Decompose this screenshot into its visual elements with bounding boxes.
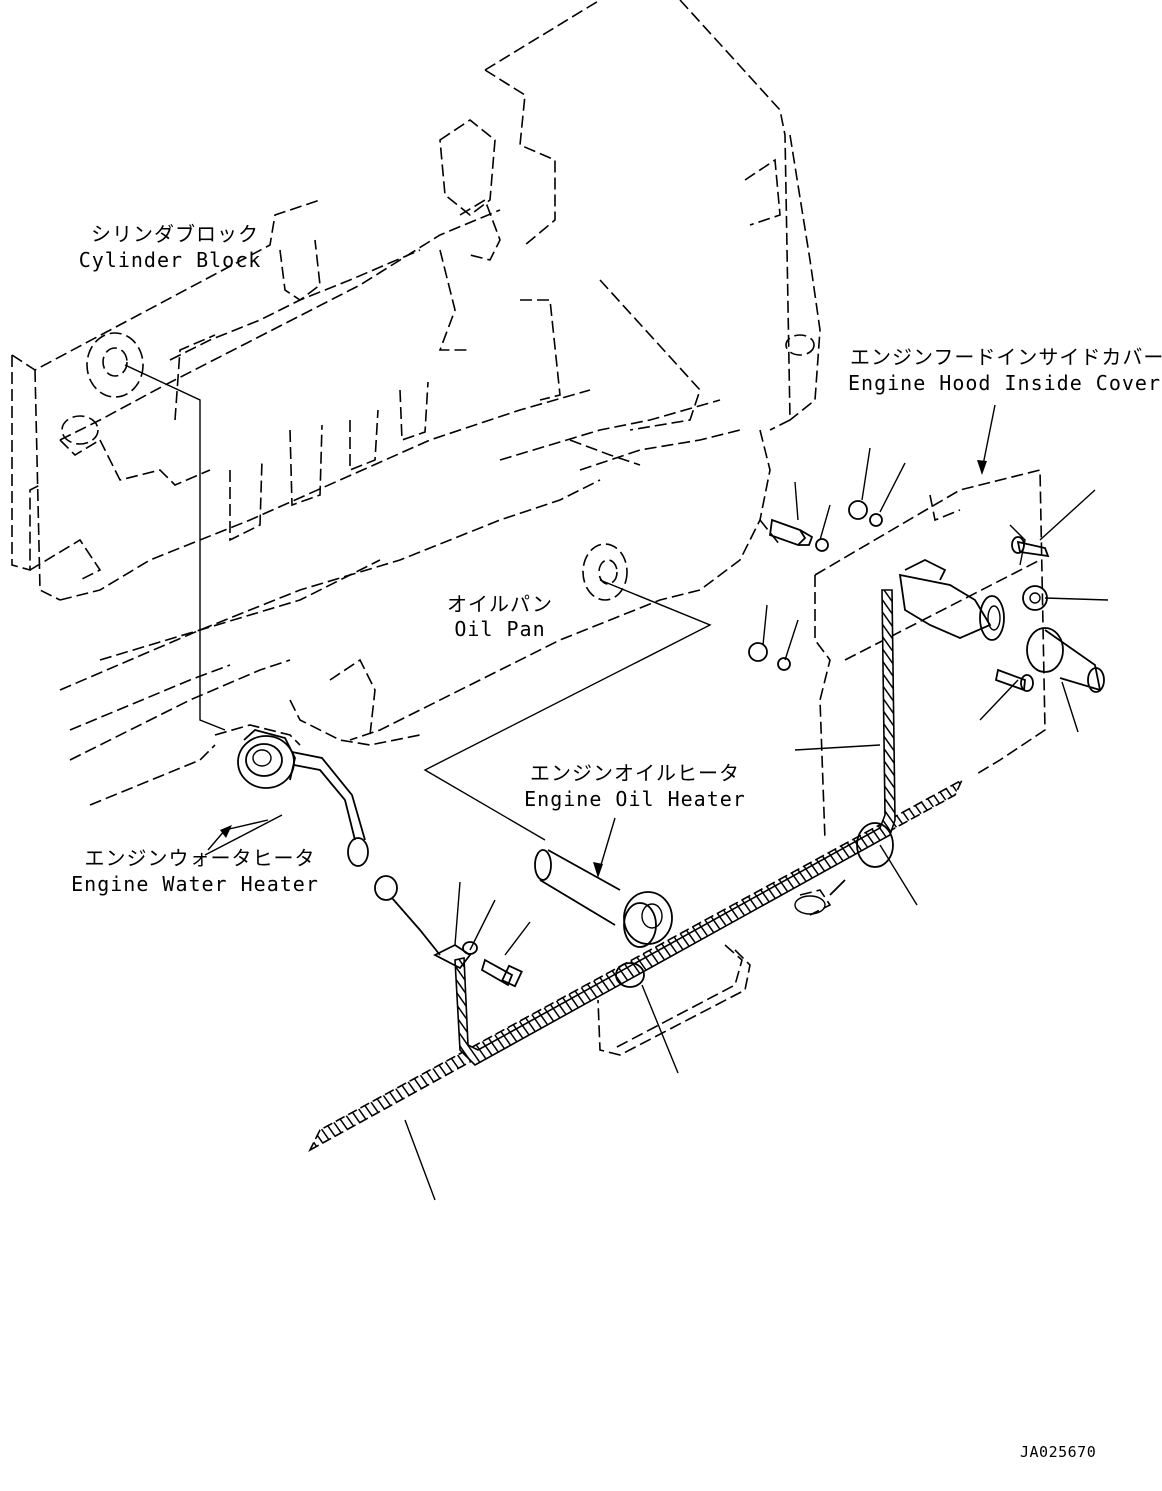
hood-cover-label-en: Engine Hood Inside Cover	[848, 371, 1161, 395]
wiring-harness	[454, 589, 896, 1066]
clamp-bracket	[433, 941, 523, 988]
water-heater-label-jp: エンジンウォータヒータ	[84, 846, 316, 870]
water-heater-label-en: Engine Water Heater	[71, 872, 319, 896]
misc-part	[214, 724, 832, 916]
connector-assembly	[898, 524, 1105, 693]
cylinder-block-label-jp: シリンダブロック	[91, 222, 259, 246]
leader-lines	[124, 364, 1109, 1201]
hardware-parts	[748, 500, 1050, 692]
drawing-number: JA025670	[1020, 1443, 1097, 1461]
oil-pan-label-en: Oil Pan	[454, 617, 546, 641]
cylinder-block-label-en: Cylinder Block	[78, 248, 262, 272]
oil-pan-label-jp: オイルパン	[447, 592, 553, 616]
hood-cover-outline	[814, 468, 1046, 841]
cylinder-block-outline	[11, 0, 821, 806]
oil-pan-outline	[289, 429, 781, 746]
oil-heater-label-jp: エンジンオイルヒータ	[530, 761, 740, 785]
water-heater-part	[237, 729, 441, 956]
oil-heater-label-en: Engine Oil Heater	[524, 787, 746, 811]
oil-heater-part	[534, 849, 673, 948]
hood-cover-label-jp: エンジンフードインサイドカバー	[850, 345, 1162, 369]
